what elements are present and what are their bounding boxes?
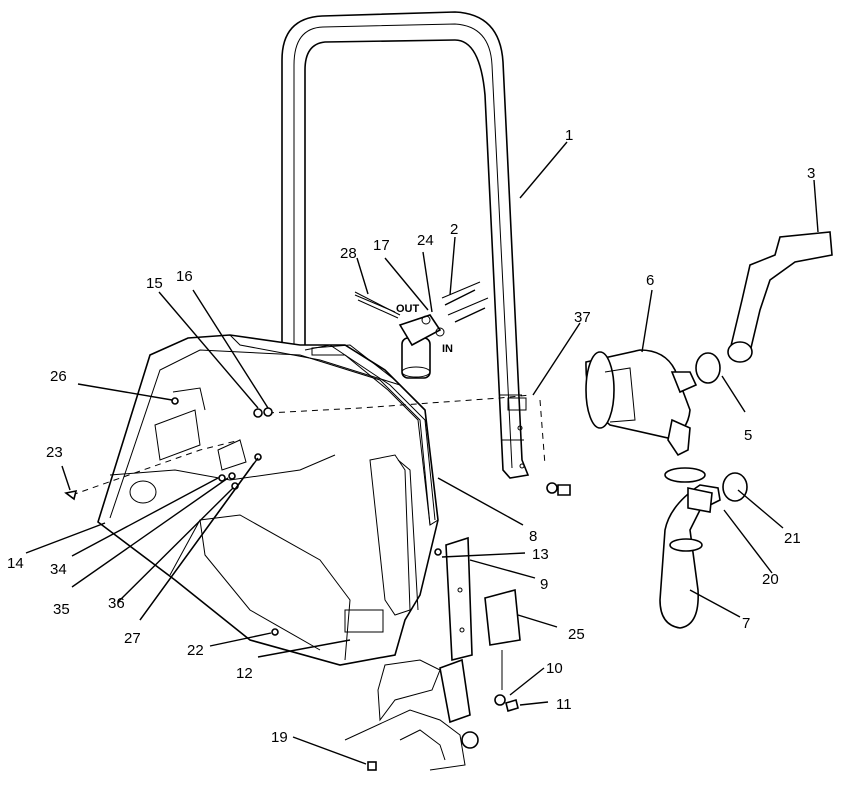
- nut-22: [271, 628, 279, 636]
- intake-tube: [727, 231, 833, 363]
- callout-35: 35: [53, 601, 70, 618]
- callout-22: 22: [187, 642, 204, 659]
- callout-28: 28: [340, 245, 357, 262]
- nut-16: [263, 407, 273, 417]
- callout-36: 36: [108, 595, 125, 612]
- callout-21: 21: [784, 530, 801, 547]
- label-in: IN: [442, 343, 453, 355]
- callout-27: 27: [124, 630, 141, 647]
- screw-23: [64, 489, 78, 501]
- screw-26: [171, 397, 179, 405]
- callout-13: 13: [532, 546, 549, 563]
- air-cleaner: [585, 349, 698, 457]
- fuel-filter: [354, 289, 486, 379]
- mount-bracket: [445, 536, 521, 662]
- callout-2: 2: [450, 221, 458, 238]
- callout-15: 15: [146, 275, 163, 292]
- callout-37: 37: [574, 309, 591, 326]
- hose-28: [354, 294, 399, 319]
- callout-17: 17: [373, 237, 390, 254]
- callout-3: 3: [807, 165, 815, 182]
- callout-24: 24: [417, 232, 434, 249]
- nut-27a: [254, 453, 262, 461]
- lower-elbow: [659, 484, 721, 629]
- hose-clamp-upper: [695, 352, 721, 384]
- bolt-13: [434, 548, 442, 556]
- hose-2: [441, 281, 489, 316]
- callout-11: 11: [556, 696, 572, 713]
- rops-frame: [281, 11, 530, 479]
- assembly-line-23: [71, 439, 241, 496]
- callout-7: 7: [742, 615, 750, 632]
- callout-5: 5: [744, 427, 752, 444]
- callout-19: 19: [271, 729, 288, 746]
- leader-lines: [25, 141, 819, 765]
- nut-19: [367, 761, 377, 771]
- callout-8: 8: [529, 528, 537, 545]
- bolt-37: [557, 484, 571, 496]
- washer-10: [494, 694, 506, 706]
- nut-35: [228, 472, 236, 480]
- callout-10: 10: [546, 660, 563, 677]
- callout-26: 26: [50, 368, 67, 385]
- callout-34: 34: [50, 561, 67, 578]
- hood-shell: [97, 334, 439, 666]
- washer-37: [546, 482, 558, 494]
- assembly-line-15: [267, 394, 531, 414]
- callout-25: 25: [568, 626, 585, 643]
- seal-strip: [311, 344, 439, 526]
- nut-15: [253, 408, 263, 418]
- callout-20: 20: [762, 571, 779, 588]
- nut-34: [218, 474, 226, 482]
- callout-16: 16: [176, 268, 193, 285]
- lower-frame: [344, 658, 479, 771]
- hose-clamp-lower: [722, 472, 748, 502]
- callout-23: 23: [46, 444, 63, 461]
- callout-14: 14: [7, 555, 24, 572]
- callout-12: 12: [236, 665, 253, 682]
- callout-9: 9: [540, 576, 548, 593]
- callout-6: 6: [646, 272, 654, 289]
- hose-clamp-mid: [664, 467, 706, 483]
- bolt-11: [505, 698, 519, 713]
- assembly-line-37: [539, 399, 546, 466]
- callout-1: 1: [565, 127, 573, 144]
- label-out: OUT: [396, 303, 420, 315]
